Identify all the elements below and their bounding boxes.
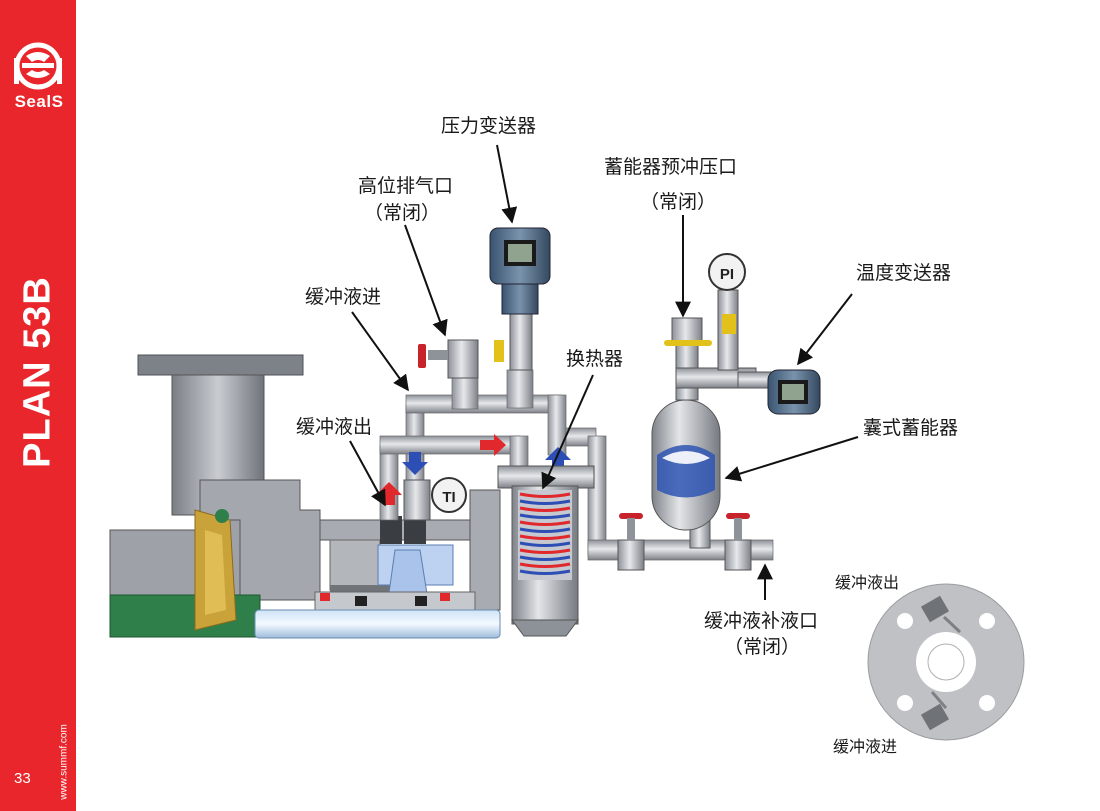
coil-turn <box>519 527 571 533</box>
heat-exchanger-coil <box>519 492 571 575</box>
coil-turn <box>519 569 571 575</box>
label-accumulator-precharge: 蓄能器预冲压口 <box>604 156 738 178</box>
brand-name: SealS <box>14 92 64 111</box>
label-buffer-makeup-state: （常闭） <box>724 636 801 658</box>
coil-turn <box>519 492 571 498</box>
label-pressure-transmitter: 压力变送器 <box>441 115 537 137</box>
coil-turn <box>519 541 571 547</box>
temperature-transmitter-body <box>767 369 821 415</box>
label-accumulator-precharge-state: （常闭） <box>640 191 717 213</box>
label-buffer-out: 缓冲液出 <box>296 416 373 438</box>
precharge-valve <box>664 317 712 346</box>
coil-turn <box>519 555 571 561</box>
sidebar: SealS PLAN 53B www.summf.com 33 <box>0 0 76 811</box>
label-buffer-makeup: 缓冲液补液口 <box>704 610 819 632</box>
pressure-transmitter-assembly <box>489 227 551 371</box>
coil-turn <box>519 506 571 512</box>
label-bladder-accumulator: 囊式蓄能器 <box>863 417 959 439</box>
coil-turn <box>519 513 571 519</box>
pi-gauge-label: PI <box>720 266 734 283</box>
pump-casing <box>109 354 501 638</box>
bladder-accumulator-vessel <box>651 399 721 531</box>
temperature-indicator-assembly: TI <box>403 477 467 521</box>
shaft <box>254 609 501 639</box>
coil-turn <box>519 548 571 554</box>
vent-valve <box>418 339 479 379</box>
label-high-vent: 高位排气口 <box>358 175 454 197</box>
seals-logo-icon <box>14 42 62 90</box>
label-flange-buffer-in: 缓冲液进 <box>833 737 898 756</box>
flow-arrows <box>376 434 571 505</box>
coil-turn <box>519 562 571 568</box>
label-flange-buffer-out: 缓冲液出 <box>835 573 900 592</box>
coil-turn <box>519 499 571 505</box>
seal-cartridge <box>314 516 476 611</box>
accumulator-valves <box>617 513 752 571</box>
label-temperature-transmitter: 温度变送器 <box>856 262 952 284</box>
label-high-vent-state: （常闭） <box>364 202 441 224</box>
coil-turn <box>519 534 571 540</box>
coil-turn <box>519 520 571 526</box>
pressure-indicator-assembly: PI <box>708 253 746 334</box>
gland-flange <box>867 583 1025 741</box>
label-buffer-in: 缓冲液进 <box>305 286 382 308</box>
label-heat-exchanger: 换热器 <box>566 348 624 370</box>
leader-lines <box>349 144 859 600</box>
ti-gauge-label: TI <box>442 489 455 506</box>
page-number: 33 <box>14 770 31 787</box>
